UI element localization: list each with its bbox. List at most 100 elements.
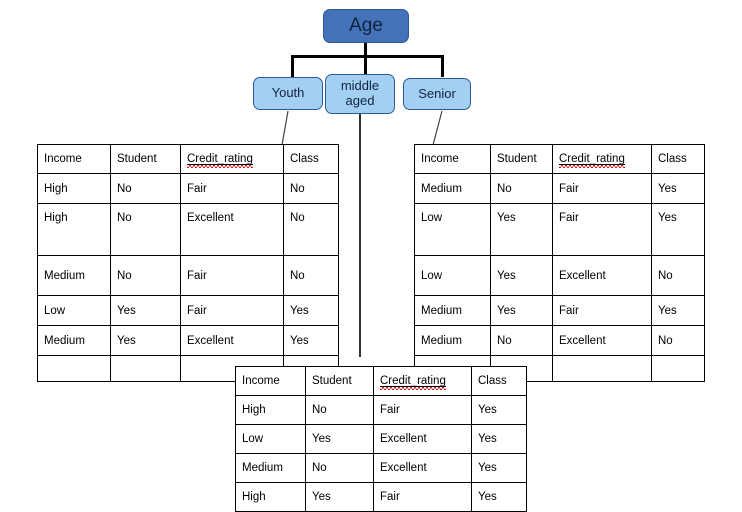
table-row: High No Fair No — [37, 173, 339, 204]
cell-student: Yes — [305, 424, 374, 454]
cell-credit-rating: Excellent — [180, 203, 284, 256]
cell-student: Yes — [305, 482, 374, 512]
table-row: Medium No Excellent No — [414, 325, 705, 356]
cell-empty — [651, 355, 705, 382]
cell-income: High — [37, 173, 111, 204]
tree-node-youth-label: Youth — [271, 85, 305, 101]
cell-credit-rating: Fair — [552, 203, 652, 256]
cell-income: High — [235, 395, 306, 425]
senior-table: Income Student Credit_rating Class Mediu… — [414, 144, 705, 382]
cell-empty — [552, 355, 652, 382]
cell-class: No — [283, 203, 339, 256]
cell-class: Yes — [283, 295, 339, 326]
tree-node-middle-aged[interactable]: middle aged — [325, 74, 395, 114]
cell-student: No — [305, 453, 374, 483]
cell-credit-rating: Excellent — [180, 325, 284, 356]
column-header-student: Student — [490, 144, 553, 174]
table-row: High No Fair Yes — [235, 395, 527, 425]
cell-student: No — [110, 255, 181, 296]
table-row: Low Yes Excellent Yes — [235, 424, 527, 454]
tree-node-age-label: Age — [349, 15, 383, 37]
cell-credit-rating: Fair — [373, 395, 472, 425]
tree-node-senior-label: Senior — [418, 85, 456, 101]
table-header-row: Income Student Credit_rating Class — [414, 144, 705, 174]
cell-credit-rating: Fair — [552, 173, 652, 204]
cell-income: Low — [37, 295, 111, 326]
table-row: Medium No Fair Yes — [414, 173, 705, 204]
tree-node-senior[interactable]: Senior — [403, 78, 471, 110]
cell-income: Low — [414, 255, 491, 296]
cell-class: No — [283, 173, 339, 204]
cell-income: High — [235, 482, 306, 512]
cell-student: No — [490, 173, 553, 204]
cell-class: Yes — [471, 424, 527, 454]
cell-student: Yes — [490, 255, 553, 296]
cell-income: Medium — [235, 453, 306, 483]
column-header-income: Income — [414, 144, 491, 174]
cell-student: Yes — [110, 295, 181, 326]
cell-credit-rating: Excellent — [552, 325, 652, 356]
table-row: Medium Yes Excellent Yes — [37, 325, 339, 356]
cell-credit-rating: Fair — [180, 255, 284, 296]
column-header-credit-rating: Credit_rating — [373, 366, 472, 396]
table-row: Low Yes Excellent No — [414, 255, 705, 296]
cell-income: Medium — [37, 255, 111, 296]
cell-class: Yes — [651, 173, 705, 204]
cell-class: Yes — [651, 203, 705, 256]
cell-class: Yes — [471, 453, 527, 483]
cell-income: Low — [235, 424, 306, 454]
cell-income: Medium — [414, 325, 491, 356]
cell-empty — [37, 355, 111, 382]
cell-student: No — [305, 395, 374, 425]
connector-root-stem — [364, 43, 367, 57]
cell-student: No — [490, 325, 553, 356]
table-row: Low Yes Fair Yes — [414, 203, 705, 256]
cell-student: No — [110, 173, 181, 204]
tree-node-age[interactable]: Age — [323, 9, 409, 43]
cell-credit-rating: Fair — [552, 295, 652, 326]
column-header-income: Income — [235, 366, 306, 396]
column-header-income: Income — [37, 144, 111, 174]
table-row: Medium Yes Fair Yes — [414, 295, 705, 326]
table-header-row: Income Student Credit_rating Class — [37, 144, 339, 174]
tree-node-youth[interactable]: Youth — [253, 77, 323, 110]
cell-credit-rating: Excellent — [552, 255, 652, 296]
cell-class: No — [651, 325, 705, 356]
cell-credit-rating: Fair — [180, 295, 284, 326]
column-header-credit-rating: Credit_rating — [180, 144, 284, 174]
tree-node-middle-aged-label-line1: middle — [340, 78, 380, 94]
cell-class: Yes — [651, 295, 705, 326]
column-header-class: Class — [651, 144, 705, 174]
cell-credit-rating: Excellent — [373, 424, 472, 454]
column-header-student: Student — [110, 144, 181, 174]
cell-student: Yes — [110, 325, 181, 356]
table-row: High No Excellent No — [37, 203, 339, 256]
tree-node-middle-aged-label-line2: aged — [345, 93, 375, 108]
cell-class: Yes — [283, 325, 339, 356]
cell-income: Low — [414, 203, 491, 256]
cell-class: Yes — [471, 482, 527, 512]
column-header-class: Class — [471, 366, 527, 396]
table-header-row: Income Student Credit_rating Class — [235, 366, 527, 396]
cell-income: Medium — [37, 325, 111, 356]
connector-bus-to-middle-aged — [364, 55, 367, 77]
cell-class: Yes — [471, 395, 527, 425]
middle-aged-table: Income Student Credit_rating Class High … — [235, 366, 527, 512]
cell-empty — [110, 355, 181, 382]
table-row: Low Yes Fair Yes — [37, 295, 339, 326]
cell-student: No — [110, 203, 181, 256]
cell-credit-rating: Fair — [373, 482, 472, 512]
connector-bus-to-senior — [441, 55, 444, 77]
table-row: Medium No Fair No — [37, 255, 339, 296]
cell-student: Yes — [490, 295, 553, 326]
cell-class: No — [651, 255, 705, 296]
table-row: High Yes Fair Yes — [235, 482, 527, 512]
cell-class: No — [283, 255, 339, 296]
cell-credit-rating: Fair — [180, 173, 284, 204]
connector-bus-to-youth — [291, 55, 294, 77]
cell-income: High — [37, 203, 111, 256]
table-row: Medium No Excellent Yes — [235, 453, 527, 483]
cell-income: Medium — [414, 295, 491, 326]
column-header-class: Class — [283, 144, 339, 174]
